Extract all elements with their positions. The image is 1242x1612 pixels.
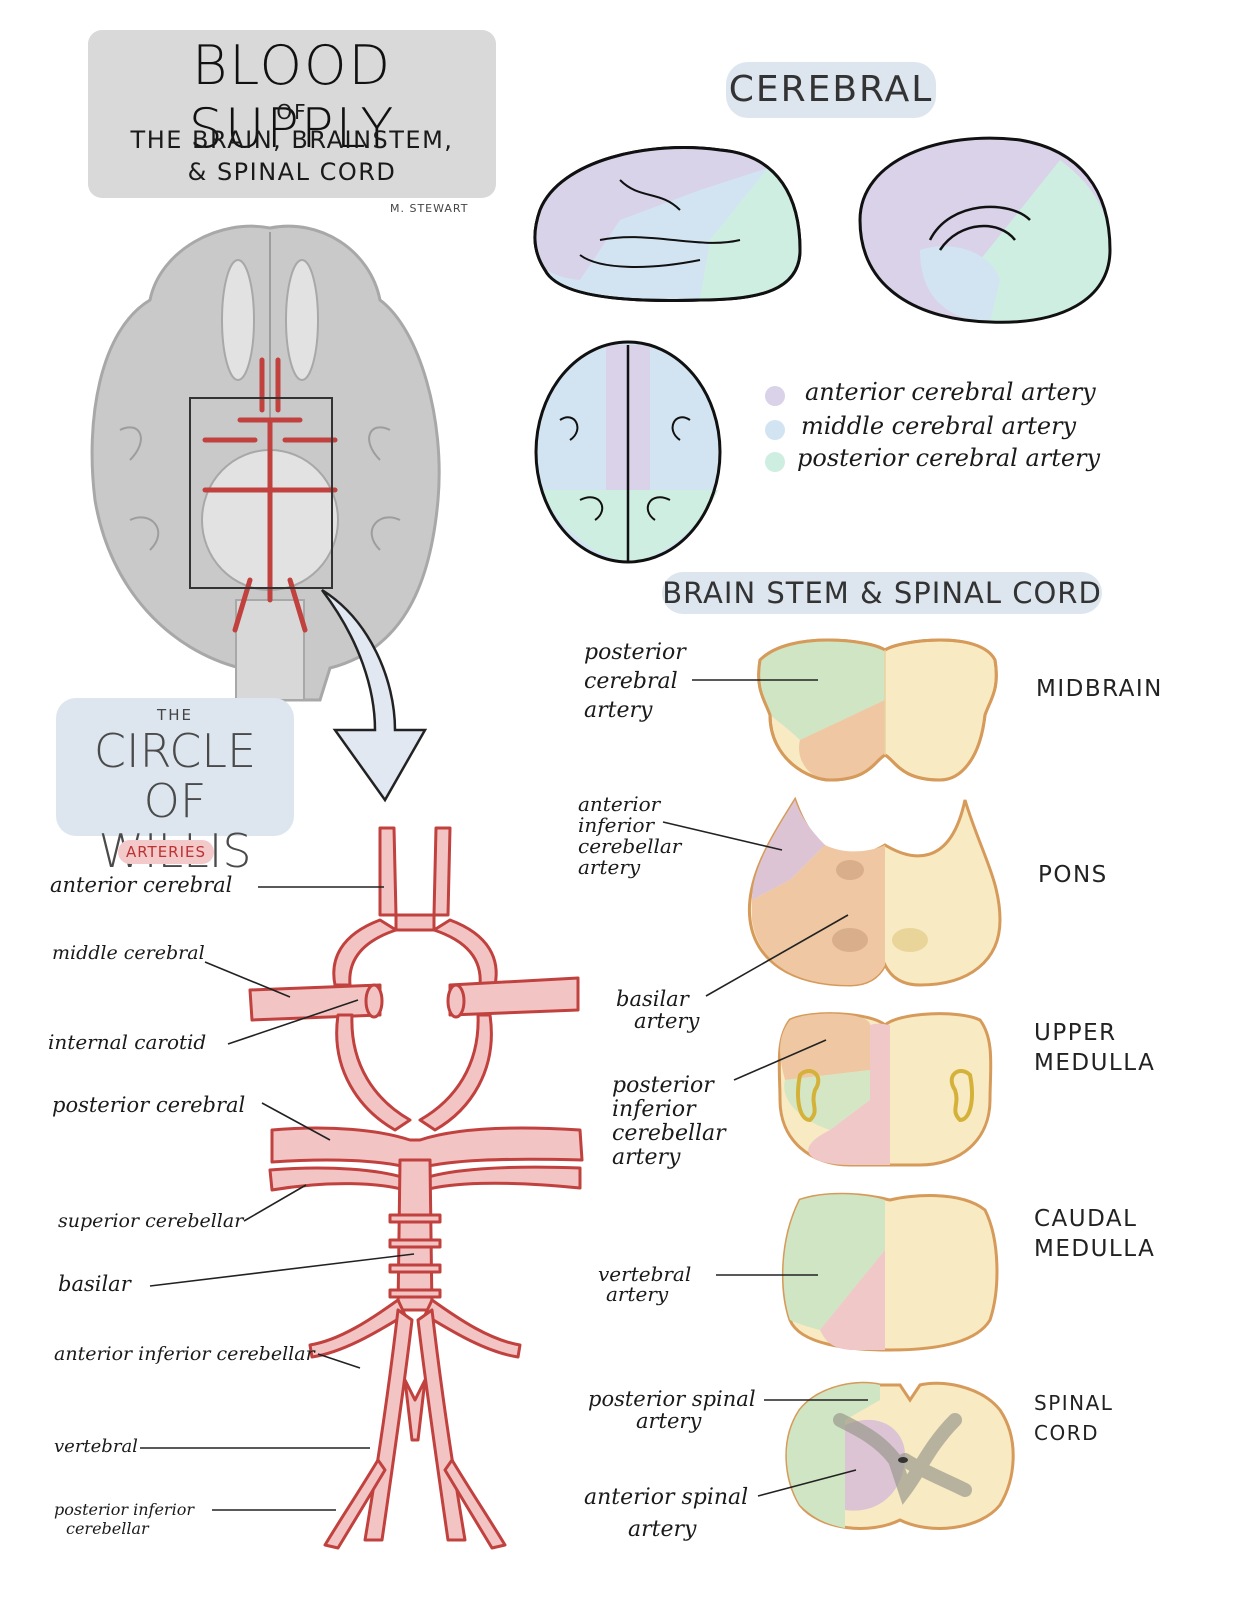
brain-inferior-view bbox=[90, 224, 441, 702]
bs-label-asa-1: anterior spinal bbox=[584, 1485, 749, 1510]
bs-label-basilar-1: basilar bbox=[616, 987, 689, 1011]
bs-label-asa: anterior spinal artery bbox=[584, 1482, 748, 1546]
midbrain-section bbox=[757, 638, 998, 782]
label-cerebellar: cerebellar bbox=[66, 1519, 149, 1538]
brain-lateral-view bbox=[533, 146, 802, 303]
bs-label-vertebral-2: artery bbox=[606, 1282, 669, 1306]
legend-swatch-mca bbox=[765, 420, 785, 440]
bs-label-aica-4: artery bbox=[578, 855, 641, 879]
label-anterior-cerebral: anterior cerebral bbox=[50, 873, 233, 897]
upper-medulla-section bbox=[777, 1012, 993, 1167]
cow-leader-lines bbox=[140, 886, 415, 1511]
legend-label-mca: middle cerebral artery bbox=[801, 412, 1077, 440]
bs-label-aica-2: inferior bbox=[578, 813, 655, 837]
region-caudal-medulla-2: MEDULLA bbox=[1034, 1236, 1156, 1262]
bs-leader-lines bbox=[662, 679, 868, 1497]
label-basilar: basilar bbox=[58, 1272, 131, 1296]
region-spinal-cord-1: SPINAL bbox=[1034, 1391, 1114, 1415]
bs-label-pca: posterior cerebral artery bbox=[584, 638, 686, 725]
arteries-badge-text: ARTERIES bbox=[125, 843, 207, 861]
region-spinal-cord-2: CORD bbox=[1034, 1421, 1100, 1445]
brainstem-heading-text: BRAIN STEM & SPINAL CORD bbox=[662, 576, 1102, 610]
bs-label-pica-1: posterior bbox=[612, 1073, 714, 1098]
region-caudal-medulla-1: CAUDAL bbox=[1034, 1206, 1138, 1232]
bs-label-pica-3: cerebellar bbox=[612, 1121, 726, 1146]
author-credit: M. STEWART bbox=[390, 202, 469, 215]
bs-label-asa-2: artery bbox=[628, 1517, 697, 1542]
legend-swatch-aca bbox=[765, 386, 785, 406]
cerebral-heading: CEREBRAL bbox=[726, 62, 936, 118]
bs-label-psa-2: artery bbox=[636, 1409, 702, 1433]
brain-medial-view bbox=[858, 136, 1112, 324]
region-midbrain: MIDBRAIN bbox=[1036, 676, 1163, 702]
label-posterior-cerebral: posterior cerebral bbox=[52, 1093, 246, 1117]
bs-label-vertebral-1: vertebral bbox=[598, 1262, 692, 1286]
brain-superior-view bbox=[534, 340, 722, 564]
bs-label-aica-3: cerebellar bbox=[578, 834, 682, 858]
cow-title-line-1: CIRCLE OF bbox=[93, 724, 257, 828]
label-posterior-inferior: posterior inferior bbox=[54, 1500, 194, 1519]
arteries-badge: ARTERIES bbox=[118, 840, 214, 864]
bs-label-aica: anterior inferior cerebellar artery bbox=[578, 794, 681, 878]
circle-of-willis-title-card: THE CIRCLE OF WILLIS bbox=[56, 698, 294, 876]
region-upper-medulla-1: UPPER bbox=[1034, 1020, 1117, 1046]
region-caudal-medulla: CAUDAL MEDULLA bbox=[1034, 1204, 1155, 1264]
bs-label-pica-4: artery bbox=[612, 1145, 681, 1170]
bs-label-pca-3: artery bbox=[584, 698, 653, 723]
subtitle-line-2: & SPINAL CORD bbox=[187, 158, 397, 186]
legend-label-aca: anterior cerebral artery bbox=[805, 378, 1096, 406]
label-middle-cerebral: middle cerebral bbox=[52, 942, 205, 964]
title-of: OF bbox=[276, 100, 308, 124]
cow-the: THE bbox=[157, 706, 193, 724]
zoom-arrow bbox=[321, 588, 428, 803]
region-spinal-cord: SPINAL CORD bbox=[1034, 1388, 1113, 1448]
subtitle-line-1: THE BRAIN, BRAINSTEM, bbox=[130, 126, 454, 154]
legend-label-pca: posterior cerebral artery bbox=[797, 444, 1101, 472]
label-internal-carotid: internal carotid bbox=[48, 1030, 207, 1054]
bs-label-pca-2: cerebral bbox=[584, 669, 678, 694]
bs-label-aica-1: anterior bbox=[578, 792, 661, 816]
bs-label-pica-2: inferior bbox=[612, 1097, 696, 1122]
bs-label-basilar-2: artery bbox=[634, 1009, 700, 1033]
title-subtitle: THE BRAIN, BRAINSTEM, & SPINAL CORD bbox=[88, 124, 496, 188]
main-title: BLOOD SUPPLY bbox=[188, 34, 396, 160]
bs-label-pica: posterior inferior cerebellar artery bbox=[612, 1074, 726, 1170]
bs-label-vertebral: vertebral artery bbox=[598, 1264, 691, 1304]
label-anterior-inferior-cerebellar: anterior inferior cerebellar bbox=[54, 1343, 315, 1365]
region-upper-medulla-2: MEDULLA bbox=[1034, 1050, 1156, 1076]
bs-label-psa: posterior spinal artery bbox=[588, 1388, 756, 1432]
label-vertebral: vertebral bbox=[54, 1436, 138, 1457]
region-pons: PONS bbox=[1038, 862, 1108, 888]
cerebral-heading-text: CEREBRAL bbox=[728, 69, 934, 110]
cow-title: CIRCLE OF WILLIS bbox=[56, 726, 294, 876]
spinal-cord-section bbox=[785, 1381, 1015, 1530]
caudal-medulla-section bbox=[781, 1192, 999, 1352]
legend-swatch-pca bbox=[765, 452, 785, 472]
bs-label-basilar: basilar artery bbox=[616, 988, 699, 1032]
brainstem-heading: BRAIN STEM & SPINAL CORD bbox=[662, 572, 1102, 614]
title-card: BLOOD SUPPLY OF THE BRAIN, BRAINSTEM, & … bbox=[88, 30, 496, 198]
pons-section bbox=[747, 796, 1002, 987]
circle-of-willis-diagram bbox=[248, 826, 584, 1550]
bs-label-psa-1: posterior spinal bbox=[588, 1387, 756, 1411]
label-superior-cerebellar: superior cerebellar bbox=[58, 1210, 244, 1232]
bs-label-pca-1: posterior bbox=[584, 640, 686, 665]
region-upper-medulla: UPPER MEDULLA bbox=[1034, 1018, 1155, 1078]
